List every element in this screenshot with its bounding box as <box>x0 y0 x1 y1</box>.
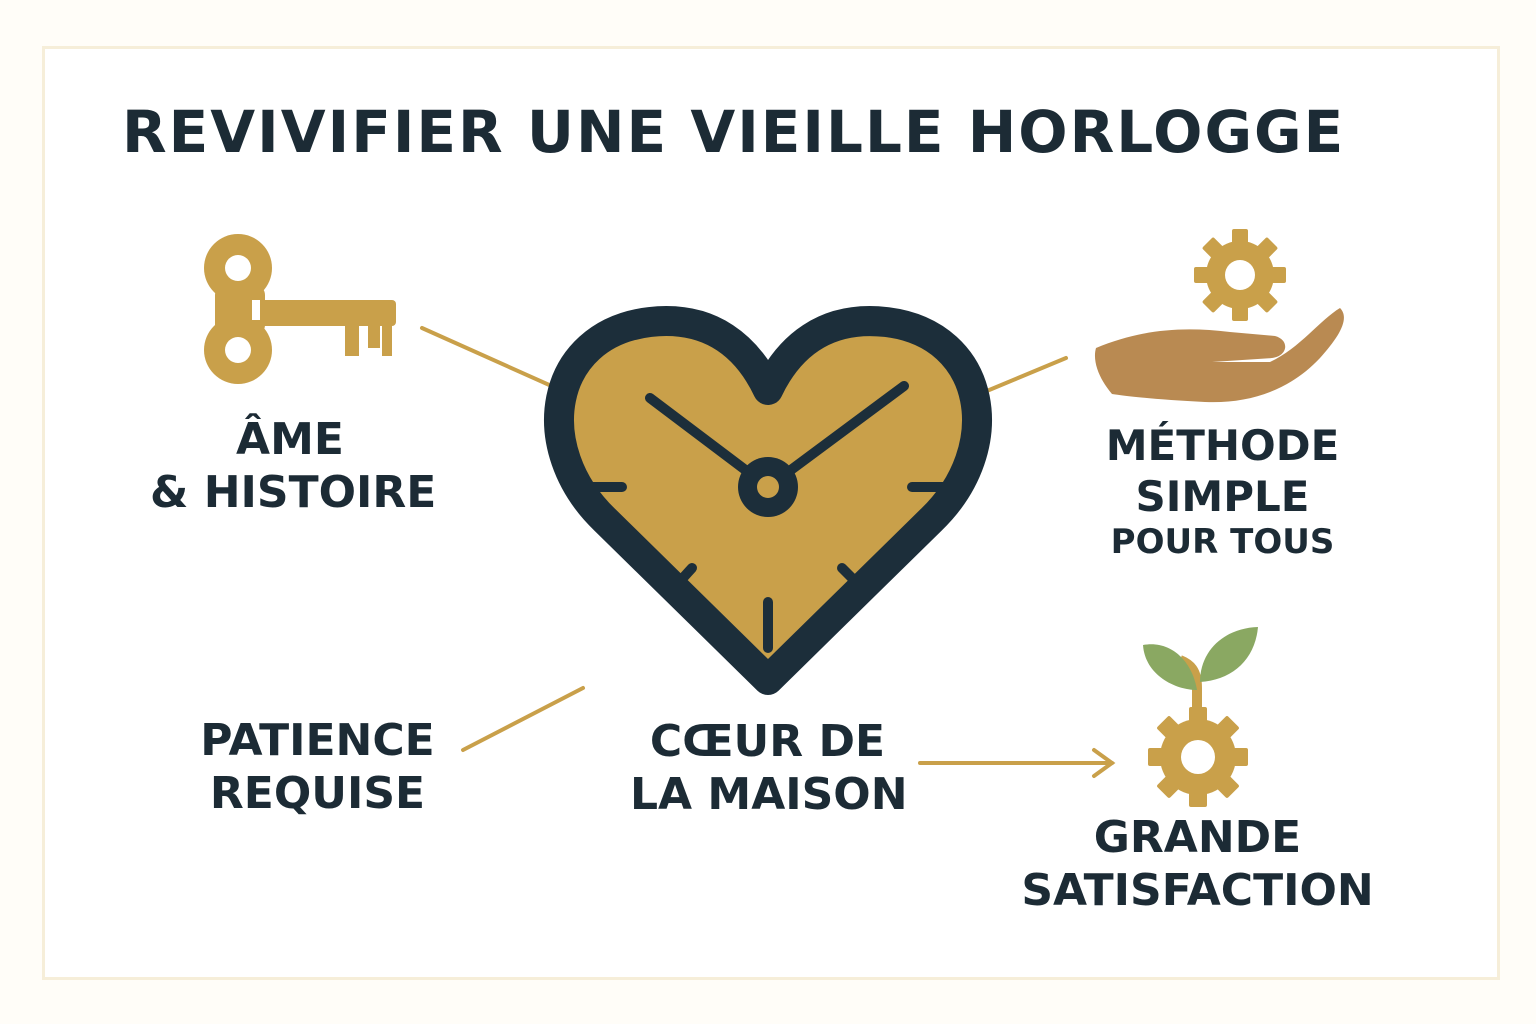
label-line: ÂME <box>236 414 344 465</box>
label-line: REQUISE <box>209 767 426 819</box>
key-icon <box>204 234 396 384</box>
connector-soul <box>420 326 558 390</box>
label-line: SIMPLE <box>1135 472 1310 522</box>
label-line: GRANDE <box>1093 812 1302 863</box>
label-soul-history: ÂME & HISTOIRE <box>150 414 437 520</box>
label-line: POUR TOUS <box>1110 522 1335 563</box>
page-title: REVIVIFIER UNE VIEILLE HORLOGGE <box>122 98 1346 166</box>
label-satisfaction: GRANDE SATISFACTION <box>1015 812 1380 918</box>
label-line: SATISFACTION <box>1021 864 1374 916</box>
connector-method <box>980 356 1068 395</box>
sprout-gear-icon <box>1143 627 1258 807</box>
heart-clock-icon <box>544 306 992 695</box>
arrow-to-satisfaction <box>918 748 1116 778</box>
hand-gear-icon <box>1094 229 1344 403</box>
label-line: PATIENCE <box>200 715 435 766</box>
label-line: LA MAISON <box>630 768 908 820</box>
label-simple-method: MÉTHODE SIMPLE POUR TOUS <box>1090 420 1355 564</box>
label-line: CŒUR DE <box>649 716 886 767</box>
label-line: MÉTHODE <box>1105 421 1340 470</box>
label-line: & HISTOIRE <box>150 466 437 518</box>
label-patience: PATIENCE REQUISE <box>190 715 445 821</box>
label-heart-of-home: CŒUR DE LA MAISON <box>630 716 908 822</box>
connector-patience <box>461 686 585 752</box>
